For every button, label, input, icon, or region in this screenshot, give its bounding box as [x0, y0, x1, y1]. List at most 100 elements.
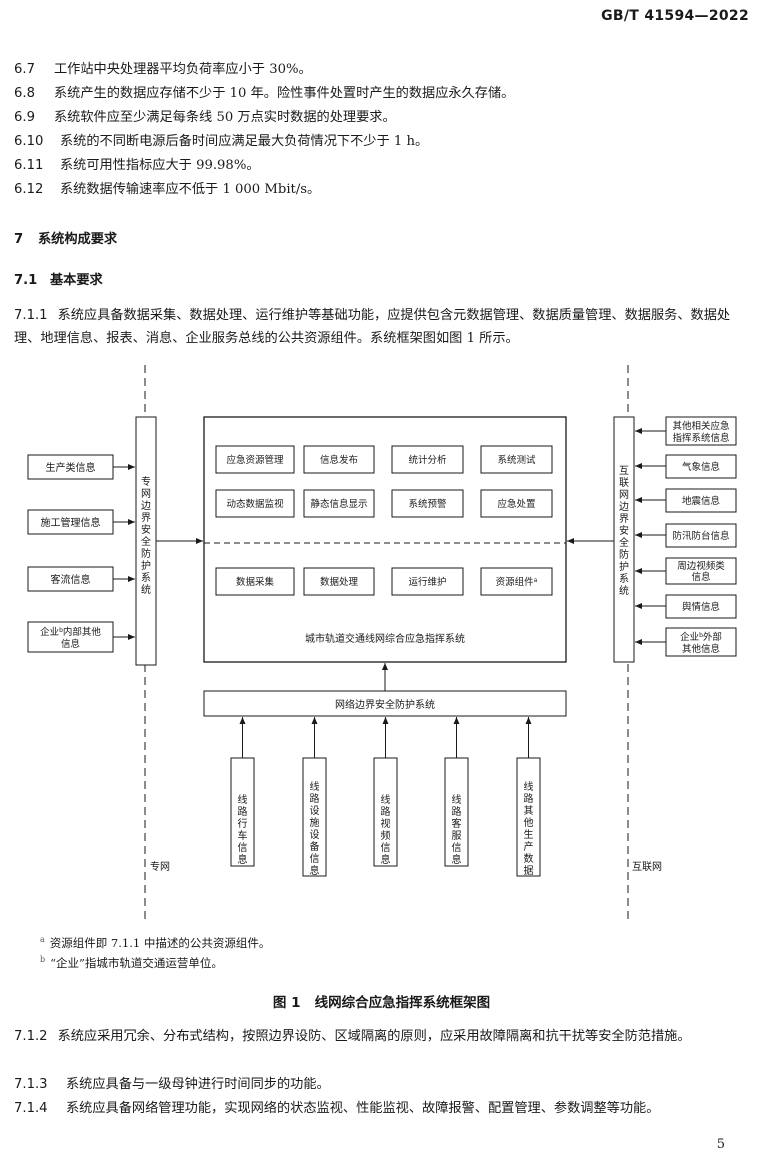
- svg-text:信: 信: [238, 842, 248, 854]
- svg-text:路: 路: [238, 805, 248, 818]
- module-label: 运行维护: [408, 576, 446, 588]
- svg-text:信: 信: [381, 842, 391, 854]
- input-construction-info: [27, 509, 114, 535]
- input-production-info: [27, 454, 114, 480]
- input-label: 客流信息: [51, 573, 91, 586]
- svg-text:生: 生: [524, 828, 534, 841]
- input-label: 周边视频类: [677, 560, 725, 572]
- clause-number: 6.10: [14, 134, 44, 149]
- input-enterprise-internal-info: [27, 621, 114, 653]
- internet-boundary-security-system: [613, 416, 635, 663]
- svg-text:路: 路: [310, 792, 320, 805]
- module-static-display: [303, 489, 375, 518]
- svg-text:设: 设: [310, 829, 320, 841]
- input-label: 地震信息: [682, 495, 720, 507]
- module-emergency-handling: [480, 489, 553, 518]
- svg-text:边: 边: [619, 501, 629, 513]
- module-label: 数据采集: [236, 576, 275, 588]
- clause-text: 系统数据传输速率应不低于 1 000 Mbit/s。: [60, 182, 321, 197]
- svg-text:护: 护: [141, 559, 151, 572]
- svg-text:界: 界: [141, 512, 151, 524]
- standard-code: GB/T 41594—2022: [601, 8, 749, 24]
- clause-6-9: 6.9 系统软件应至少满足每条线 50 万点实时数据的处理要求。: [14, 106, 396, 125]
- clause-number: 6.12: [14, 182, 44, 197]
- svg-text:路: 路: [524, 792, 534, 805]
- svg-text:边: 边: [141, 500, 151, 512]
- module-emergency-resource-mgmt: [215, 445, 295, 474]
- module-label: 信息发布: [320, 454, 358, 466]
- svg-text:防: 防: [619, 548, 629, 561]
- module-label: 应急处置: [497, 498, 535, 510]
- figure-note-b: b“企业”指城市轨道交通运营单位。: [40, 955, 223, 970]
- clause-text: 系统可用性指标应大于 99.98%。: [60, 158, 260, 173]
- source-label: 线 路 行 车 信 息: [238, 793, 248, 866]
- module-info-release: [303, 445, 375, 474]
- module-resource-components: [480, 567, 553, 596]
- input-label: 舆情信息: [682, 601, 720, 613]
- svg-text:联: 联: [619, 477, 629, 489]
- svg-text:防: 防: [141, 547, 151, 560]
- module-label: 统计分析: [408, 454, 447, 466]
- svg-text:线: 线: [524, 780, 534, 793]
- svg-text:据: 据: [524, 864, 534, 877]
- figure-caption: 图 1 线网综合应急指挥系统框架图: [272, 995, 491, 1011]
- input-label: 信息: [691, 571, 710, 583]
- clause-number: 6.7: [14, 62, 35, 77]
- svg-text:息: 息: [452, 853, 462, 866]
- input-label: 气象信息: [682, 461, 720, 473]
- svg-text:路: 路: [452, 805, 462, 818]
- svg-text:界: 界: [619, 513, 629, 525]
- bottom-gateway-label: 网络边界安全防护系统: [335, 698, 435, 711]
- module-label: 静态信息显示: [310, 498, 367, 510]
- clause-text: 系统软件应至少满足每条线 50 万点实时数据的处理要求。: [54, 110, 396, 125]
- network-boundary-security-system: [203, 690, 567, 717]
- svg-text:线: 线: [310, 780, 320, 793]
- input-other-command-systems: [665, 416, 737, 446]
- svg-text:产: 产: [524, 840, 534, 853]
- clause-number: 6.9: [14, 110, 35, 125]
- module-dynamic-monitoring: [215, 489, 295, 518]
- module-label: 数据处理: [320, 576, 359, 588]
- svg-text:数: 数: [524, 852, 534, 865]
- svg-text:服: 服: [452, 830, 462, 842]
- clause-text: 工作站中央处理器平均负荷率应小于 30%。: [54, 62, 312, 77]
- system-title: 城市轨道交通线网综合应急指挥系统: [305, 632, 465, 645]
- clause-number: 6.11: [14, 158, 44, 173]
- system-framework-diagram: 生产类信息 施工管理信息 客流信息 企业b内部其他 信息 专 网 边 界 安 全…: [27, 365, 737, 922]
- input-label: 指挥系统信息: [672, 432, 729, 444]
- svg-text:信: 信: [452, 842, 462, 854]
- svg-text:线: 线: [381, 793, 391, 806]
- svg-text:息: 息: [310, 864, 320, 877]
- module-label: 动态数据监视: [226, 498, 284, 510]
- internet-label: 互联网: [632, 861, 662, 873]
- svg-text:安: 安: [141, 523, 151, 536]
- svg-text:设: 设: [310, 805, 320, 817]
- svg-text:其: 其: [524, 805, 534, 817]
- clause-number: 6.8: [14, 86, 35, 101]
- module-label: 应急资源管理: [226, 454, 284, 466]
- svg-text:统: 统: [619, 584, 629, 597]
- clause-6-11: 6.11 系统可用性指标应大于 99.98%。: [14, 154, 260, 173]
- svg-text:施: 施: [310, 816, 320, 829]
- svg-text:统: 统: [141, 583, 151, 596]
- module-statistics: [391, 445, 464, 474]
- input-label: 其他相关应急: [672, 420, 730, 432]
- module-data-collection: [215, 567, 295, 596]
- svg-text:全: 全: [141, 535, 151, 548]
- module-system-warning: [391, 489, 464, 518]
- svg-text:专: 专: [141, 475, 151, 488]
- module-label: 系统测试: [497, 454, 536, 466]
- svg-text:车: 车: [238, 829, 248, 842]
- svg-text:他: 他: [524, 816, 534, 829]
- svg-text:路: 路: [381, 805, 391, 818]
- svg-text:网: 网: [619, 489, 629, 501]
